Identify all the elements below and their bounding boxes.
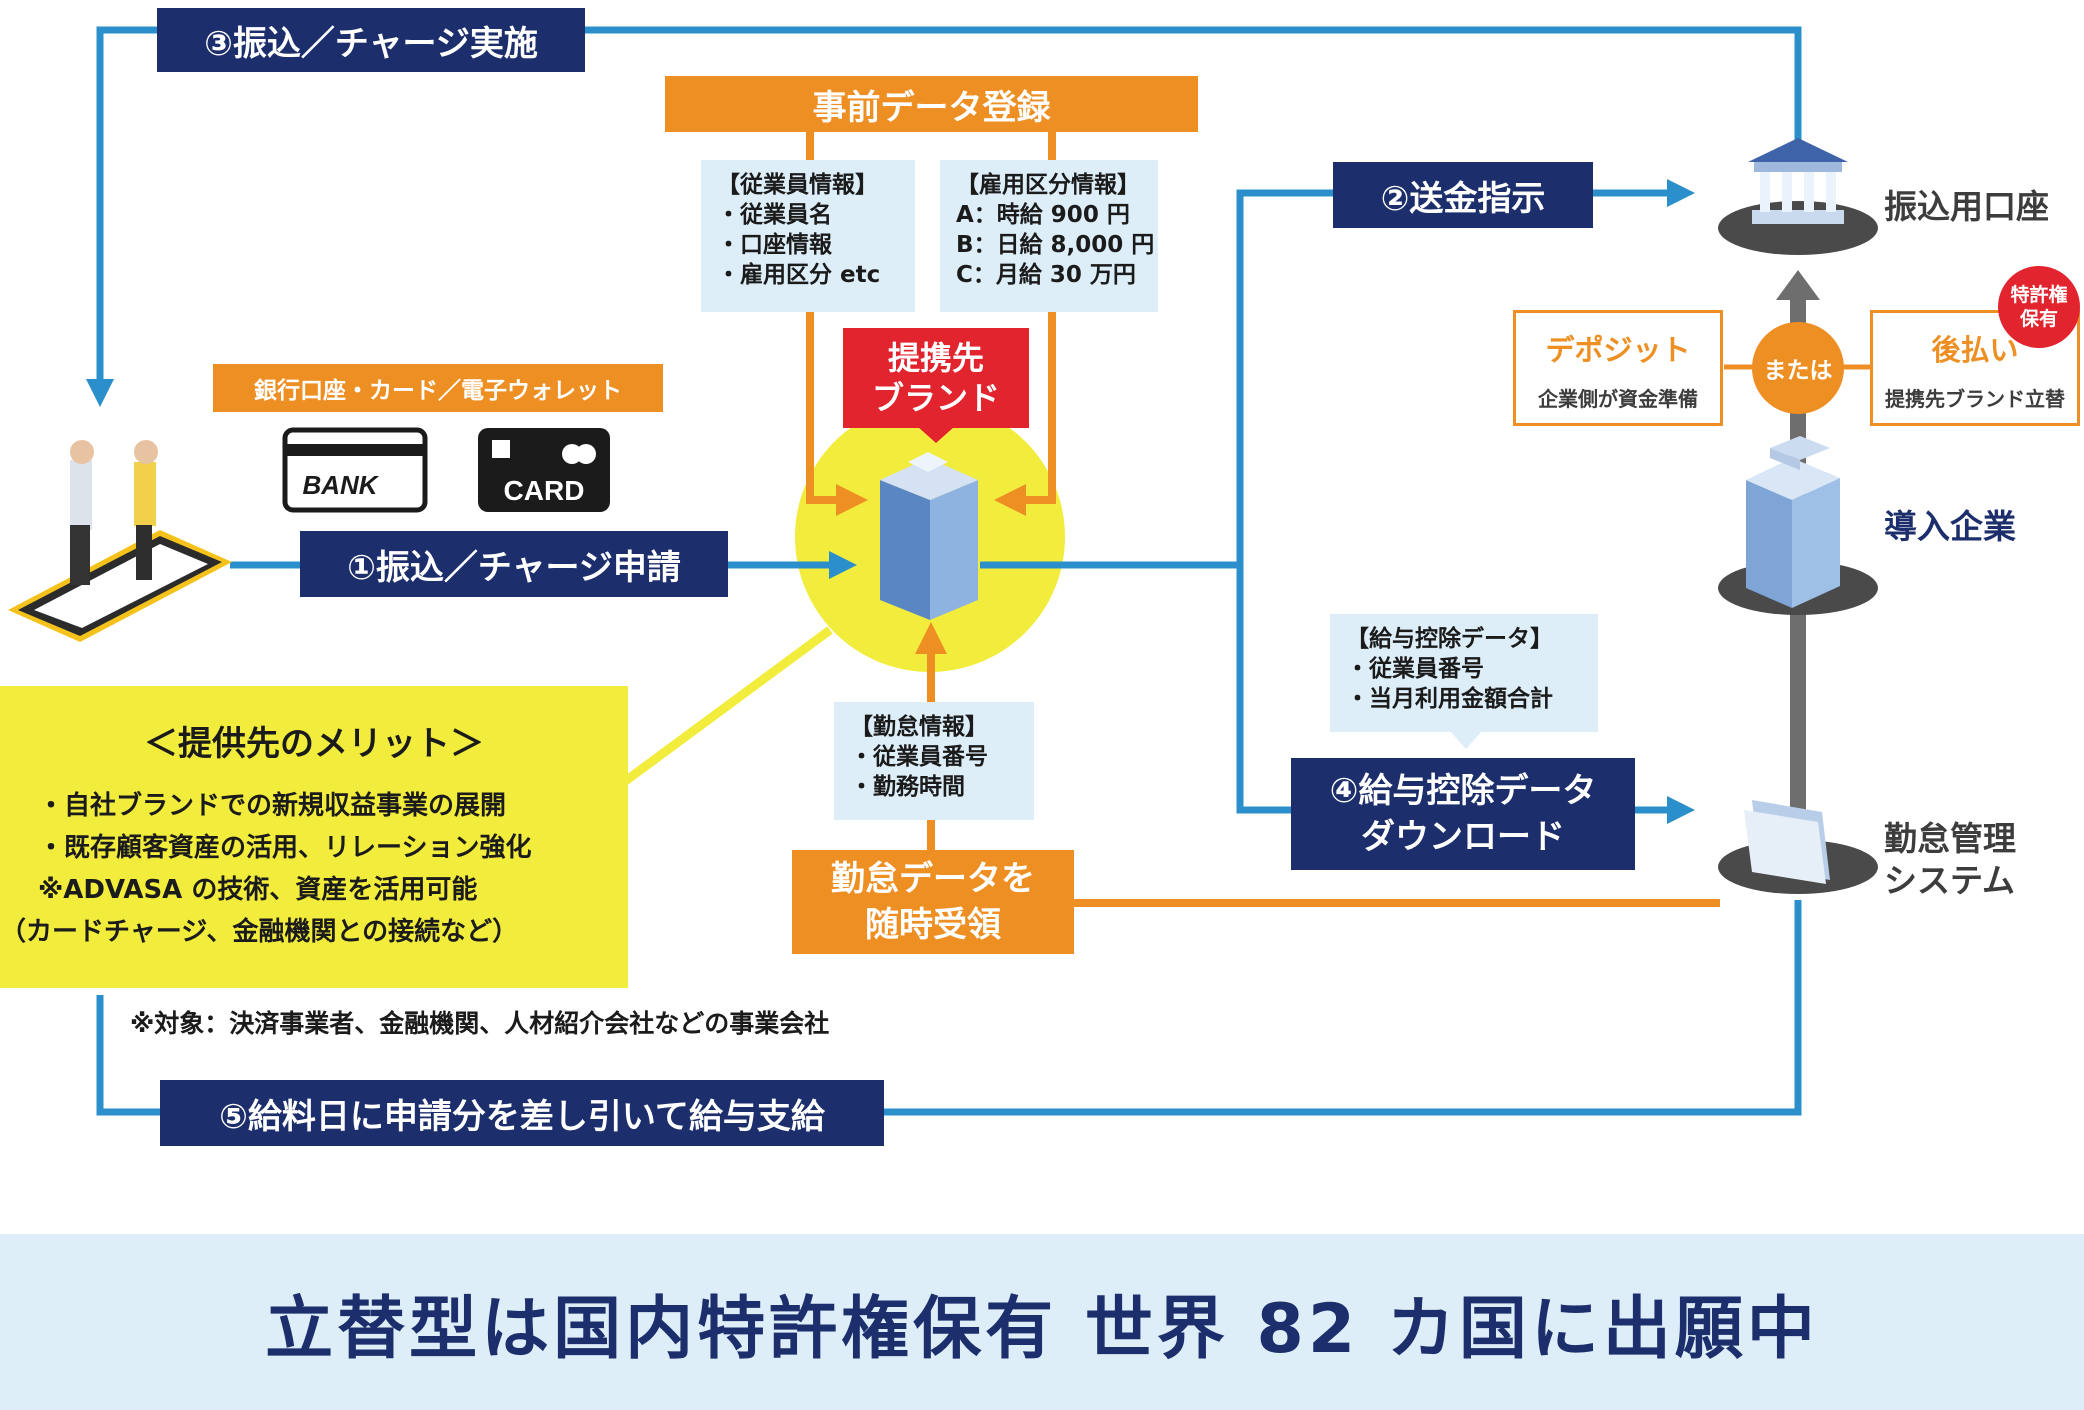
- attendance-system-line2: システム: [1884, 861, 2016, 900]
- payment-methods-label: 銀行口座・カード／電子ウォレット: [213, 364, 663, 412]
- patent-badge-line2: 保有: [2019, 308, 2058, 330]
- attendance-info-item: ・従業員番号: [850, 744, 988, 770]
- employee-info-item: ・雇用区分 etc: [717, 262, 881, 288]
- merit-box: ＜提供先のメリット＞ ・自社ブランドでの新規収益事業の展開 ・既存顧客資産の活用…: [0, 686, 628, 988]
- partner-brand-label: 提携先 ブランド: [843, 328, 1029, 428]
- partner-brand-pointer: [918, 427, 954, 443]
- or-badge: または: [1752, 322, 1844, 414]
- bank-account-label: 振込用口座: [1884, 187, 2049, 226]
- step4-label: ④給与控除データ ダウンロード: [1291, 758, 1635, 870]
- merit-connector: [617, 626, 833, 789]
- attendance-system-label: 勤怠管理 システム: [1884, 818, 2084, 902]
- employee-info-item: ・口座情報: [717, 232, 832, 258]
- employment-info-item: B：日給 8,000 円: [956, 232, 1155, 258]
- credit-card-label: CARD: [504, 475, 585, 506]
- patent-banner: 立替型は国内特許権保有 世界 82 カ国に出願中: [0, 1234, 2084, 1410]
- postpay-option: 後払い 提携先ブランド立替: [1870, 310, 2080, 426]
- employee-info-box: 【従業員情報】 ・従業員名 ・口座情報 ・雇用区分 etc: [701, 160, 915, 312]
- bank-card-icon: BANK: [282, 427, 428, 513]
- merit-item: ・既存顧客資産の活用、リレーション強化: [38, 833, 532, 863]
- people-icon: [70, 440, 158, 585]
- postpay-desc: 提携先ブランド立替: [1885, 387, 2065, 411]
- merit-item: ※ADVASA の技術、資産を活用可能: [38, 875, 478, 905]
- step3-line: [86, 26, 1802, 407]
- step4-line1: ④給与控除データ: [1329, 771, 1597, 811]
- merit-item: ・自社ブランドでの新規収益事業の展開: [38, 791, 507, 821]
- deposit-title: デポジット: [1545, 333, 1691, 367]
- employment-info-title: 【雇用区分情報】: [956, 172, 1140, 198]
- patent-banner-text: 立替型は国内特許権保有 世界 82 カ国に出願中: [265, 1289, 1819, 1369]
- employment-info-box: 【雇用区分情報】 A：時給 900 円 B：日給 8,000 円 C：月給 30…: [940, 160, 1158, 312]
- postpay-title: 後払い: [1931, 333, 2019, 367]
- folder-icon: [1718, 800, 1878, 894]
- bank-card-label: BANK: [302, 470, 379, 500]
- attendance-receive-box: 勤怠データを 随時受領: [792, 850, 1074, 954]
- company-label: 導入企業: [1884, 507, 2016, 546]
- step1-label: ①振込／チャージ申請: [300, 531, 728, 597]
- bank-building-icon: [1718, 138, 1878, 255]
- step2-label: ②送金指示: [1333, 162, 1593, 228]
- step3-label: ③振込／チャージ実施: [157, 8, 585, 72]
- attendance-receive-line2: 随時受領: [865, 905, 1001, 945]
- step5-label: ⑤給料日に申請分を差し引いて給与支給: [160, 1080, 884, 1146]
- deduction-data-box: 【給与控除データ】 ・従業員番号 ・当月利用金額合計: [1330, 614, 1598, 732]
- deposit-desc: 企業側が資金準備: [1538, 387, 1698, 411]
- attendance-receive-line1: 勤怠データを: [831, 859, 1035, 899]
- employment-info-arrow: [994, 305, 1056, 516]
- merit-title: ＜提供先のメリット＞: [144, 724, 484, 764]
- partner-brand-line1: 提携先: [887, 339, 984, 377]
- deduction-data-item: ・従業員番号: [1346, 656, 1484, 682]
- attendance-info-box: 【勤怠情報】 ・従業員番号 ・勤務時間: [834, 702, 1034, 820]
- employee-info-arrow: [806, 305, 868, 516]
- employee-info-title: 【従業員情報】: [717, 172, 878, 198]
- step4-line2: ダウンロード: [1361, 817, 1565, 857]
- employee-info-item: ・従業員名: [717, 202, 832, 228]
- partner-building-icon: [880, 452, 978, 620]
- employment-info-item: A：時給 900 円: [956, 202, 1130, 228]
- target-note: ※対象：決済事業者、金融機関、人材紹介会社などの事業会社: [130, 1009, 830, 1038]
- deduction-data-pointer: [1450, 731, 1482, 749]
- company-building-icon: [1718, 436, 1878, 615]
- employment-info-item: C：月給 30 万円: [956, 262, 1136, 288]
- patent-badge: 特許権 保有: [1998, 266, 2080, 348]
- attendance-info-item: ・勤務時間: [850, 774, 965, 800]
- deduction-data-item: ・当月利用金額合計: [1346, 686, 1553, 712]
- deposit-option: デポジット 企業側が資金準備: [1513, 310, 1723, 426]
- credit-card-icon: CARD: [478, 428, 610, 512]
- step5-line: [96, 900, 1802, 1116]
- smartphone-icon: [8, 530, 232, 642]
- merit-item: （カードチャージ、金融機関との接続など）: [0, 917, 519, 947]
- attendance-info-title: 【勤怠情報】: [850, 714, 988, 740]
- gray-up-arrow-icon: [1776, 270, 1820, 300]
- partner-brand-line2: ブランド: [871, 379, 1000, 417]
- deduction-data-title: 【給与控除データ】: [1346, 626, 1553, 652]
- pre-registration-title: 事前データ登録: [665, 76, 1198, 132]
- patent-badge-line1: 特許権: [2010, 284, 2068, 306]
- attendance-system-line1: 勤怠管理: [1884, 819, 2016, 858]
